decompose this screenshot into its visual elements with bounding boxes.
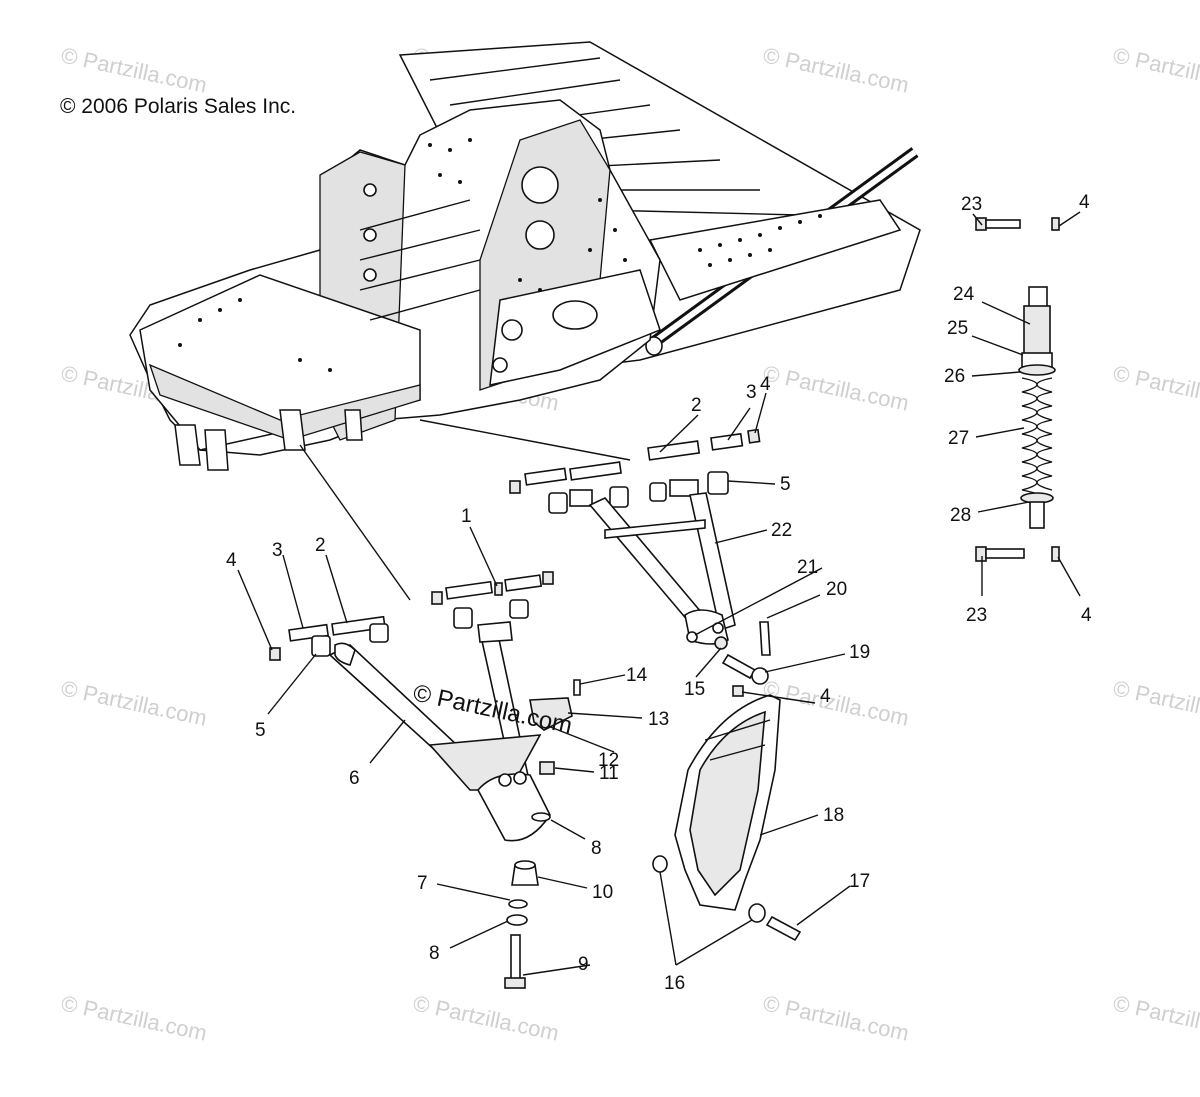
callout-number: 4 bbox=[820, 686, 831, 707]
watermark: © Partzilla.com bbox=[1111, 990, 1200, 1045]
clip-7 bbox=[508, 899, 528, 909]
callout-number: 4 bbox=[1081, 605, 1092, 626]
callout-number: 3 bbox=[272, 540, 283, 561]
watermark: © Partzilla.com bbox=[59, 990, 209, 1045]
callout-number: 9 bbox=[578, 954, 589, 975]
callout-number: 4 bbox=[1079, 192, 1090, 213]
callout-number: 5 bbox=[780, 474, 791, 495]
bolt-14 bbox=[573, 679, 581, 696]
watermark: © Partzilla.com bbox=[761, 360, 911, 415]
callout-number: 20 bbox=[826, 579, 847, 600]
callout-number: 3 bbox=[746, 382, 757, 403]
watermark: © Partzilla.com bbox=[59, 675, 209, 730]
watermark: © Partzilla.com bbox=[761, 675, 911, 730]
pin-17 bbox=[765, 915, 802, 942]
callout-number: 1 bbox=[461, 506, 472, 527]
watermark: © Partzilla.com bbox=[761, 990, 911, 1045]
watermark: © Partzilla.com bbox=[1111, 360, 1200, 415]
callout-number: 17 bbox=[849, 871, 870, 892]
callout-number: 5 bbox=[255, 720, 266, 741]
ball-joint-10 bbox=[511, 860, 539, 886]
nut-4 bbox=[732, 685, 744, 697]
callout-number: 2 bbox=[691, 395, 702, 416]
callout-number: 8 bbox=[591, 838, 602, 859]
washer-8 bbox=[506, 914, 528, 926]
callout-number: 27 bbox=[948, 428, 969, 449]
bracket-13 bbox=[529, 697, 573, 731]
watermark: © Partzilla.com bbox=[1111, 42, 1200, 97]
nut-15 bbox=[714, 636, 728, 650]
watermark: © Partzilla.com bbox=[761, 42, 911, 97]
callout-number: 6 bbox=[349, 768, 360, 789]
spindle-18 bbox=[674, 694, 781, 911]
callout-number: 24 bbox=[953, 284, 975, 305]
callout-number: 23 bbox=[966, 605, 987, 626]
nut-11 bbox=[539, 761, 555, 775]
lower-a-arm bbox=[328, 621, 551, 842]
callout-number: 12 bbox=[598, 750, 619, 771]
upper-arm-hardware bbox=[509, 428, 761, 514]
callout-numbers: 23 4 24 25 26 27 28 23 4 2 3 4 5 22 21 2… bbox=[226, 192, 1092, 994]
watermark: © Partzilla.com bbox=[59, 42, 209, 97]
callout-number: 7 bbox=[417, 873, 428, 894]
callout-number: 25 bbox=[947, 318, 968, 339]
callout-number: 13 bbox=[648, 709, 669, 730]
callout-number: 23 bbox=[961, 194, 982, 215]
pin-20 bbox=[759, 621, 771, 656]
washer-8 bbox=[531, 812, 551, 822]
callout-number: 8 bbox=[429, 943, 440, 964]
watermark: © Partzilla.com bbox=[1111, 675, 1200, 730]
callout-number: 22 bbox=[771, 520, 792, 541]
copyright-text: © 2006 Polaris Sales Inc. bbox=[60, 95, 296, 118]
watermark: © Partzilla.com bbox=[411, 990, 561, 1045]
callout-number: 14 bbox=[626, 665, 648, 686]
bushings-16 bbox=[652, 855, 766, 923]
callout-number: 4 bbox=[226, 550, 237, 571]
bolt-9 bbox=[504, 934, 526, 989]
callout-number: 21 bbox=[797, 557, 818, 578]
callout-number: 16 bbox=[664, 973, 685, 994]
rivet-holes bbox=[178, 138, 822, 372]
tie-rod-end-19 bbox=[721, 653, 769, 685]
callout-number: 18 bbox=[823, 805, 844, 826]
callout-number: 2 bbox=[315, 535, 326, 556]
callout-number: 4 bbox=[760, 374, 771, 395]
lower-arm-hardware bbox=[269, 571, 554, 661]
shock-absorber bbox=[1018, 286, 1056, 529]
leader-lines bbox=[237, 211, 1081, 976]
callout-number: 19 bbox=[849, 642, 870, 663]
callout-number: 15 bbox=[684, 679, 705, 700]
callout-number: 28 bbox=[950, 505, 971, 526]
callout-number: 26 bbox=[944, 366, 965, 387]
upper-a-arm bbox=[588, 492, 736, 645]
callout-number: 11 bbox=[599, 763, 619, 784]
chassis-frame bbox=[129, 41, 921, 471]
callout-number: 10 bbox=[592, 882, 613, 903]
